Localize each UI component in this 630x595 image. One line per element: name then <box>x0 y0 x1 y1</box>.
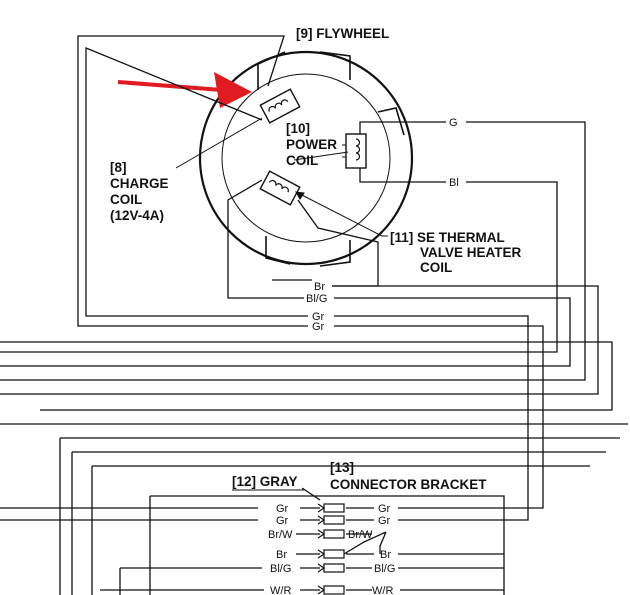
power-coil-label-1: [10] <box>286 121 310 136</box>
heater-coil-symbol <box>259 170 301 206</box>
wire-code-upper-3: Gr <box>312 321 325 333</box>
gray-connector-label: [12] GRAY <box>232 474 304 491</box>
power-coil-label-3: COIL <box>286 153 318 168</box>
wire-code-left-2: Br/W <box>268 529 293 541</box>
heater-coil-label-1: [11] SE THERMAL <box>390 230 505 245</box>
power-coil-label: [10] POWER COIL <box>286 121 337 168</box>
wire-code-right-2: Br/W <box>348 529 373 541</box>
wire-code-right-5: W/R <box>372 585 393 595</box>
connector-bracket-label-1: [13] <box>330 460 354 475</box>
power-coil-label-2: POWER <box>286 137 337 152</box>
charge-coil-label: [8] CHARGE COIL (12V-4A) <box>110 160 169 223</box>
connector-bracket-label-2: CONNECTOR BRACKET <box>330 477 487 492</box>
leader-lines <box>175 117 388 237</box>
wire-code-right-1: Gr <box>378 515 391 527</box>
red-pointer-arrow <box>117 72 252 108</box>
wire-code-g: G <box>449 117 458 129</box>
connector-bracket-label: [13] CONNECTOR BRACKET <box>330 460 487 492</box>
charge-coil-label-2: CHARGE <box>110 176 169 191</box>
power-coil-symbol <box>342 133 367 169</box>
wire-code-left-5: W/R <box>270 585 291 595</box>
wire-code-left-4: Bl/G <box>270 563 291 575</box>
heater-coil-label: [11] SE THERMAL VALVE HEATER COIL <box>390 230 522 275</box>
flywheel <box>198 50 414 266</box>
flywheel-inner-ring <box>221 73 391 243</box>
wire-code-upper-1: Bl/G <box>306 293 327 305</box>
flywheel-label-text: [9] FLYWHEEL <box>296 26 389 41</box>
charge-coil-symbol <box>259 88 301 124</box>
wire-code-right-0: Gr <box>378 503 391 515</box>
charge-coil-label-3: COIL <box>110 192 142 207</box>
charge-coil-label-4: (12V-4A) <box>110 208 164 223</box>
wire-code-left-3: Br <box>276 549 287 561</box>
connector-symbols <box>317 503 345 595</box>
wire-code-upper-0: Br <box>314 281 325 293</box>
wire-code-bl: Bl <box>449 177 459 189</box>
wire-code-right-3: Br <box>380 549 391 561</box>
wire-code-left-1: Gr <box>276 515 289 527</box>
wire-codes: G Bl Br Bl/G Gr Gr Gr Gr Br/W Br Bl/G W/… <box>268 116 466 595</box>
wire-code-left-0: Gr <box>276 503 289 515</box>
heater-coil-label-3: COIL <box>420 260 452 275</box>
flywheel-magnets <box>257 51 405 267</box>
wire-code-right-4: Bl/G <box>374 563 395 575</box>
heater-coil-label-2: VALVE HEATER <box>420 245 522 260</box>
flywheel-label: [9] FLYWHEEL <box>296 26 389 41</box>
wire-network <box>0 35 628 595</box>
charge-coil-label-1: [8] <box>110 160 127 175</box>
gray-connector-label-text: [12] GRAY <box>232 474 298 489</box>
